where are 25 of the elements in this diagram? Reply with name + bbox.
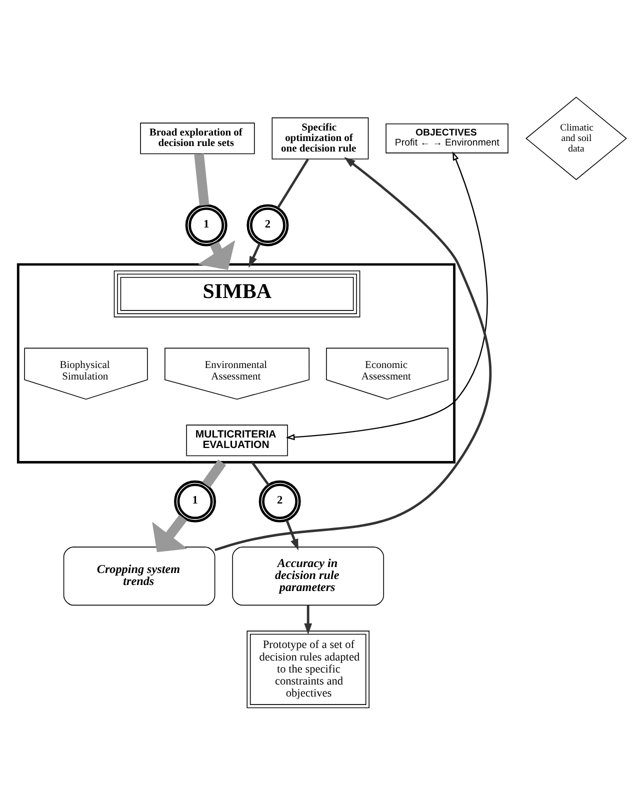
node-box: Accuracy in decision rule parameters: [232, 546, 384, 606]
node-box: Specific optimization of one decision rule: [272, 117, 369, 160]
node-box: Cropping system trends: [63, 546, 216, 606]
node-circle: 1: [174, 480, 216, 522]
node-box: Broad exploration of decision rule sets: [140, 122, 255, 154]
arrow: [152, 514, 188, 552]
arrow: [198, 240, 236, 270]
cluster: [16, 263, 456, 464]
connector: [202, 459, 226, 488]
connector: [276, 158, 309, 209]
connector: [194, 154, 210, 206]
arrow: [286, 151, 488, 440]
arrow: [304, 605, 312, 635]
node-diamond: Climatic and soil data: [526, 96, 627, 180]
node-box: Prototype of a set of decision rules adapted to the specific constraints and objectives: [246, 630, 370, 708]
node-circle: 2: [246, 204, 289, 246]
arrow: [286, 520, 298, 550]
arrow: [248, 243, 261, 268]
arrow: [214, 156, 492, 552]
node-circle: 2: [258, 480, 301, 522]
node-box: SIMBA: [114, 270, 360, 318]
node-box: MULTICRITERIA EVALUATION: [186, 424, 288, 456]
node-circle: 1: [185, 204, 228, 246]
connector: [251, 462, 270, 486]
node-box: OBJECTIVES Profit ← → Environment: [386, 123, 508, 154]
